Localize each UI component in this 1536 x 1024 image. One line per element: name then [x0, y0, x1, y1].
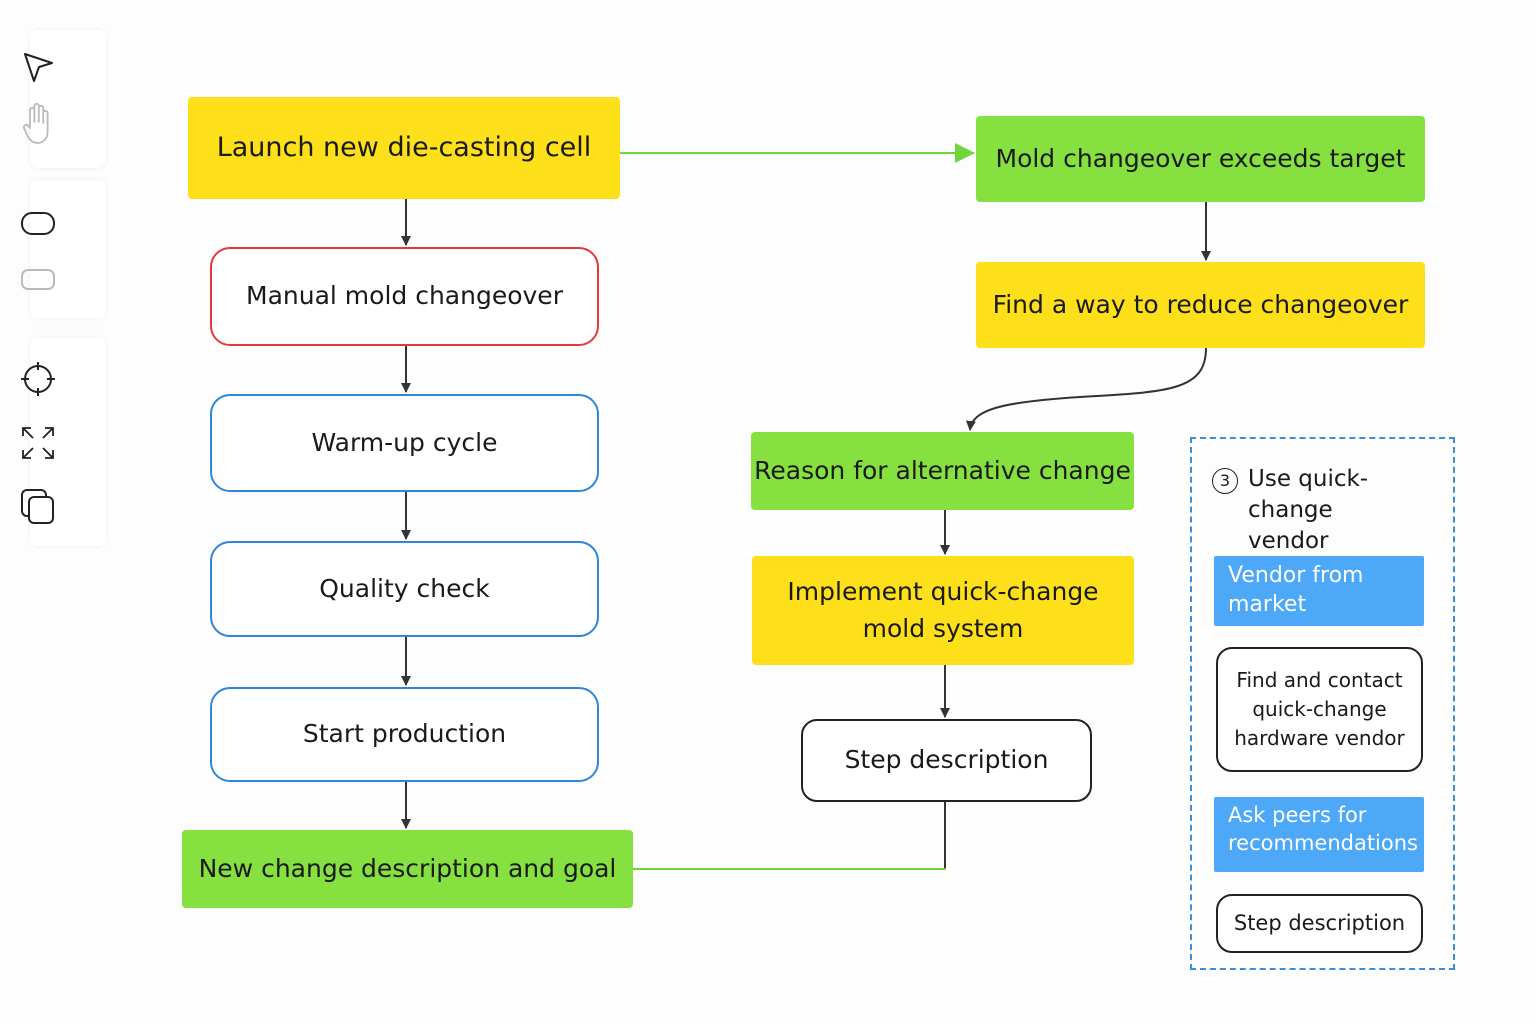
node-quality-check-label: Quality check — [319, 573, 490, 603]
node-find-way[interactable]: Find a way to reduce changeover — [976, 262, 1425, 348]
card-vendor-from-market-line1: Vendor from — [1228, 563, 1364, 588]
node-start-production-label: Start production — [302, 719, 507, 749]
expand-icon[interactable] — [18, 423, 58, 463]
node-implement-label-line1: Implement quick-change — [787, 577, 1099, 607]
node-quality-check[interactable]: Quality check — [210, 541, 599, 637]
vendor-panel-title: 3 Use quick-change vendor — [1212, 464, 1447, 557]
connector-curved-arrow — [965, 347, 1207, 431]
node-launch[interactable]: Launch new die-casting cell — [188, 97, 620, 199]
card-find-contact-line3: hardware vendor — [1234, 726, 1405, 750]
node-warmup-label: Warm-up cycle — [311, 427, 498, 457]
node-reason-label: Reason for alternative change — [754, 455, 1131, 485]
node-implement-label-line2: mold system — [862, 613, 1024, 643]
node-reason[interactable]: Reason for alternative change — [751, 432, 1134, 510]
card-vendor-from-market-line2: market — [1228, 592, 1307, 618]
node-manual-changeover-label: Manual mold changeover — [246, 281, 563, 311]
card-ask-peers-line1: Ask peers for — [1228, 803, 1367, 827]
card-find-contact-vendor[interactable]: Find and contact quick-change hardware v… — [1216, 647, 1423, 772]
node-manual-changeover[interactable]: Manual mold changeover — [210, 247, 599, 346]
cursor-arrow-icon[interactable] — [18, 48, 58, 88]
vendor-panel-title-line1: Use quick-change — [1248, 466, 1369, 524]
node-mold-exceeds[interactable]: Mold changeover exceeds target — [976, 116, 1425, 202]
node-new-change-label: New change description and goal — [198, 853, 617, 883]
hand-icon[interactable] — [18, 102, 58, 144]
layers-icon[interactable] — [18, 487, 58, 527]
card-ask-peers[interactable]: Ask peers for recommendations — [1214, 797, 1424, 872]
card-panel-step-description-label: Step description — [1233, 911, 1406, 936]
rounded-rectangle-icon[interactable] — [18, 204, 58, 244]
card-vendor-from-market[interactable]: Vendor from market — [1214, 556, 1424, 626]
node-mold-exceeds-label: Mold changeover exceeds target — [995, 143, 1406, 173]
node-warmup[interactable]: Warm-up cycle — [210, 394, 599, 492]
vendor-panel — [1190, 437, 1455, 970]
node-new-change[interactable]: New change description and goal — [182, 830, 633, 908]
step-number-badge: 3 — [1212, 468, 1238, 494]
node-step-description[interactable]: Step description — [801, 719, 1092, 802]
vendor-panel-title-line2: vendor — [1248, 528, 1329, 555]
node-step-description-label: Step description — [844, 745, 1049, 775]
node-launch-label: Launch new die-casting cell — [216, 132, 592, 164]
card-ask-peers-line2: recommendations — [1228, 830, 1418, 855]
rectangle-icon[interactable] — [18, 260, 58, 300]
toolbar-group-shapes — [30, 180, 106, 318]
card-find-contact-line1: Find and contact — [1236, 668, 1403, 692]
node-implement[interactable]: Implement quick-change mold system — [752, 556, 1134, 665]
card-find-contact-line2: quick-change — [1252, 697, 1387, 721]
node-find-way-label: Find a way to reduce changeover — [992, 289, 1409, 319]
toolbar-group-navigate — [30, 30, 106, 168]
crosshair-icon[interactable] — [18, 359, 58, 399]
card-panel-step-description[interactable]: Step description — [1216, 894, 1423, 953]
node-start-production[interactable]: Start production — [210, 687, 599, 782]
